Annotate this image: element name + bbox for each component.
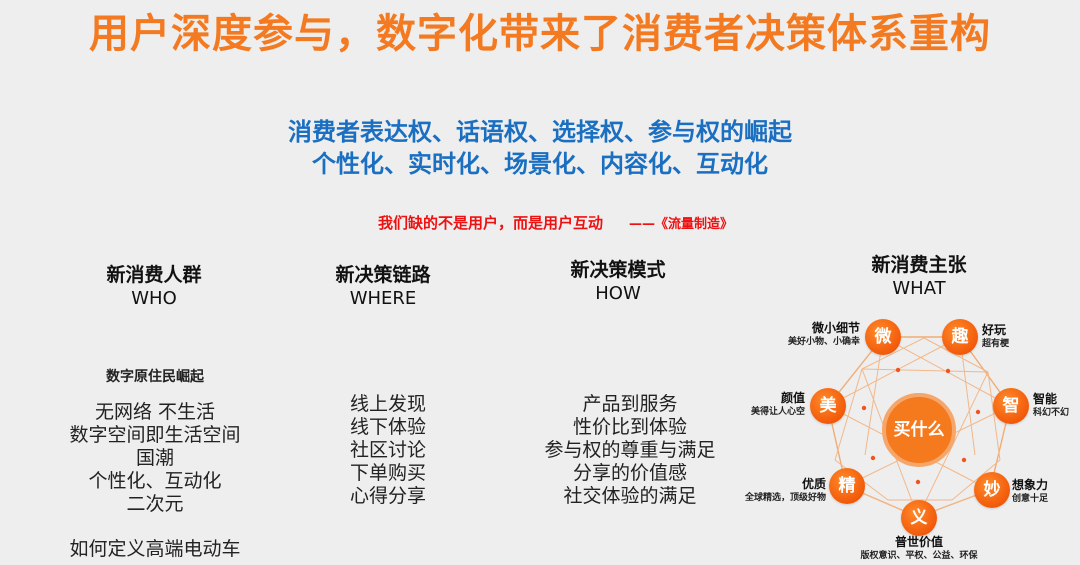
- node-yi-sub: 版权意识、平权、公益、环保: [860, 551, 978, 561]
- list-item: 心得分享: [349, 485, 426, 507]
- list-item: 个性化、互动化: [88, 470, 222, 492]
- page-title: 用户深度参与，数字化带来了消费者决策体系重构: [89, 11, 991, 57]
- node-yi: 义: [901, 500, 937, 536]
- node-wei-sub: 美好小物、小确幸: [787, 337, 860, 347]
- node-jing-title: 优质: [801, 477, 826, 491]
- node-mei: 美: [810, 388, 846, 424]
- node-wei: 微: [865, 319, 901, 355]
- node-zhi-sub: 科幻不幻: [1033, 408, 1070, 418]
- column-where-subtitle: WHERE: [349, 288, 417, 309]
- subtitle-line-1: 消费者表达权、话语权、选择权、参与权的崛起: [288, 118, 792, 146]
- list-item: 线上发现: [349, 393, 426, 415]
- list-item: 参与权的尊重与满足: [544, 439, 716, 461]
- list-item: 性价比到体验: [572, 416, 687, 438]
- list-item: 产品到服务: [582, 393, 678, 415]
- list-item: 数字空间即生活空间: [69, 424, 241, 446]
- list-item: 无网络 不生活: [94, 401, 216, 423]
- node-qu-sub: 超有梗: [982, 339, 1010, 349]
- column-how-subtitle: HOW: [595, 283, 641, 304]
- subtitle-line-2: 个性化、实时化、场景化、内容化、互动化: [312, 150, 768, 178]
- column-who-body: 数字原住民崛起 无网络 不生活 数字空间即生活空间 国潮 个性化、互动化 二次元…: [50, 366, 260, 561]
- node-qu-label: 好玩 超有梗: [982, 323, 1009, 350]
- quote: 我们缺的不是用户，而是用户互动 ——《流量制造》: [378, 212, 733, 233]
- node-miao: 妙: [974, 472, 1010, 508]
- column-what-subtitle: WHAT: [892, 278, 946, 299]
- node-yi-title: 普世价值: [894, 535, 943, 549]
- column-what-title: 新消费主张: [871, 254, 967, 276]
- list-item: 社交体验的满足: [563, 485, 697, 507]
- list-item: 国潮: [135, 447, 174, 469]
- list-item: 社区讨论: [349, 439, 426, 461]
- column-how-header: 新决策模式 HOW: [518, 257, 718, 305]
- node-mei-label: 颜值 美得让人心空: [705, 391, 805, 418]
- node-wei-label: 微小细节 美好小物、小确幸: [760, 321, 860, 348]
- quote-text: 我们缺的不是用户，而是用户互动: [378, 214, 604, 232]
- node-wei-title: 微小细节: [811, 321, 860, 335]
- column-who-header: 新消费人群 WHO: [54, 262, 254, 310]
- node-jing-label: 优质 全球精选，顶级好物: [726, 477, 826, 504]
- node-jing: 精: [829, 468, 865, 504]
- node-mei-sub: 美得让人心空: [750, 407, 805, 417]
- column-who-footer: 如何定义高端电动车: [69, 538, 241, 560]
- node-qu: 趣: [942, 319, 978, 355]
- column-who-title: 新消费人群: [106, 264, 202, 286]
- column-where-body: 线上发现 线下体验 社区讨论 下单购买 心得分享: [323, 393, 453, 508]
- column-where-header: 新决策链路 WHERE: [283, 262, 483, 310]
- node-miao-title: 想象力: [1012, 478, 1049, 492]
- column-who-subtitle: WHO: [131, 288, 177, 309]
- node-miao-sub: 创意十足: [1012, 494, 1049, 504]
- node-zhi: 智: [993, 388, 1029, 424]
- list-item: 分享的价值感: [572, 462, 687, 484]
- list-item: 线下体验: [349, 416, 426, 438]
- column-how-title: 新决策模式: [570, 259, 666, 281]
- center-circle: 买什么: [882, 393, 956, 467]
- node-jing-sub: 全球精选，顶级好物: [744, 493, 826, 503]
- column-how-body: 产品到服务 性价比到体验 参与权的尊重与满足 分享的价值感 社交体验的满足: [525, 393, 735, 508]
- node-zhi-title: 智能: [1033, 392, 1058, 406]
- quote-source: ——《流量制造》: [629, 217, 734, 232]
- list-item: 二次元: [126, 493, 184, 515]
- node-miao-label: 想象力 创意十足: [1012, 478, 1048, 505]
- node-yi-label: 普世价值 版权意识、平权、公益、环保: [839, 535, 999, 562]
- list-item: 下单购买: [349, 462, 426, 484]
- node-zhi-label: 智能 科幻不幻: [1033, 392, 1069, 419]
- node-qu-title: 好玩: [982, 323, 1007, 337]
- column-what-header: 新消费主张 WHAT: [819, 252, 1019, 300]
- column-where-title: 新决策链路: [335, 264, 431, 286]
- node-mei-title: 颜值: [780, 391, 805, 405]
- column-who-heading: 数字原住民崛起: [106, 369, 204, 385]
